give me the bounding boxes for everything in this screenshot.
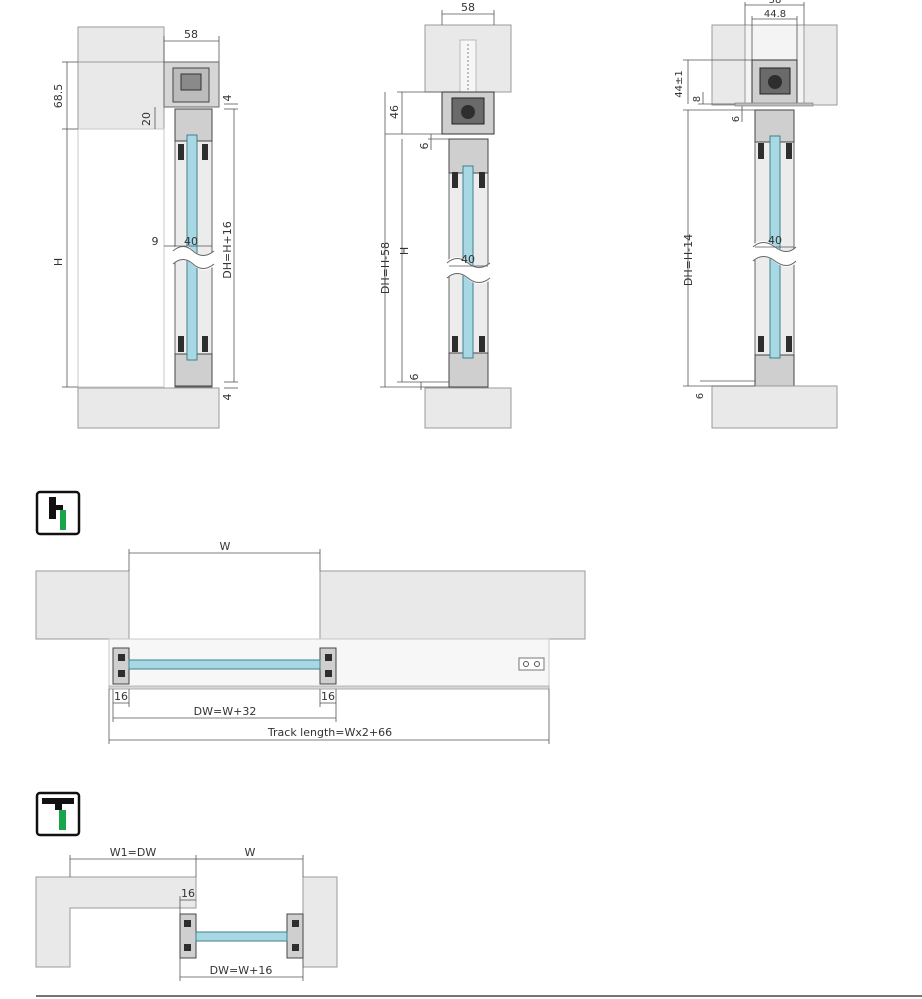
dimension-lines: [380, 10, 495, 390]
dim-offset-left: 16: [114, 690, 128, 703]
ceiling-mount-icon: [35, 791, 81, 837]
dim-gap-bottom: 4: [221, 394, 234, 401]
dim-door-height: DH=H+16: [221, 221, 234, 278]
dim-height-adjust: 44±1: [674, 70, 685, 97]
dimension-lines: [69, 855, 304, 981]
wall-left: [35, 570, 130, 640]
dim-gap-top: 6: [418, 143, 431, 150]
section-ceiling-mount: 58 46 6 H 40 DH=H-58 6: [379, 1, 512, 429]
plan-wall-mount: W 16 16 DW=W+32 Track length=Wx2+66: [35, 490, 586, 744]
wall-side: [77, 128, 165, 388]
dim-gap-b: 6: [731, 116, 742, 122]
dim-door-height: DH=H-14: [682, 234, 695, 286]
floor: [77, 387, 220, 429]
glass-panel: [195, 931, 288, 942]
wall-upper: [77, 26, 165, 130]
dim-offset-right: 16: [321, 690, 335, 703]
dim-height-total: 68.5: [52, 84, 65, 109]
dim-gap-bottom: 6: [408, 374, 421, 381]
dim-offset: 20: [140, 112, 153, 126]
dim-height: H: [52, 258, 65, 266]
dim-gap-bottom: 6: [695, 393, 706, 399]
dim-track-length: Track length=Wx2+66: [267, 726, 392, 739]
dim-gap-a: 8: [692, 96, 703, 102]
dim-profile-width: 40: [184, 235, 198, 248]
dim-profile-width: 40: [768, 234, 782, 247]
dim-width: W: [220, 540, 231, 553]
wall-right: [319, 570, 586, 640]
dimension-lines: [108, 549, 550, 744]
wall-right: [302, 876, 338, 968]
wall-left: [35, 876, 197, 968]
dim-top-width: 58: [184, 28, 198, 41]
dim-profile-width: 40: [461, 253, 475, 266]
dim-gap-top: 4: [221, 95, 234, 102]
dim-door-height: DH=H-58: [379, 242, 392, 294]
glass-panel: [128, 659, 321, 670]
section-recessed-mount: 58 44.8 44±1 8 6 40 DH=H-14 6: [674, 0, 838, 429]
dim-height: H: [398, 247, 411, 255]
dim-door-width: DW=W+16: [210, 964, 273, 977]
dim-width-1: W1=DW: [110, 846, 157, 859]
dim-track-height: 46: [388, 105, 401, 119]
section-wall-mount: 58 68.5 4 20 9 40 DH=H+16 H 4: [52, 26, 238, 429]
wall-mount-icon: [35, 490, 81, 536]
dim-top-width-outer: 58: [769, 0, 782, 6]
floor: [424, 387, 512, 429]
dim-clearance: 9: [152, 235, 159, 248]
dim-top-width-inner: 44.8: [764, 9, 786, 20]
plan-ceiling-mount: W1=DW W 16 DW=W+16: [35, 791, 338, 981]
dim-door-width: DW=W+32: [194, 705, 257, 718]
dim-width: W: [245, 846, 256, 859]
dimension-lines: [683, 2, 805, 387]
floor: [711, 385, 838, 429]
dimension-lines: [62, 36, 238, 389]
dim-top-width: 58: [461, 1, 475, 14]
dim-offset: 16: [181, 887, 195, 900]
